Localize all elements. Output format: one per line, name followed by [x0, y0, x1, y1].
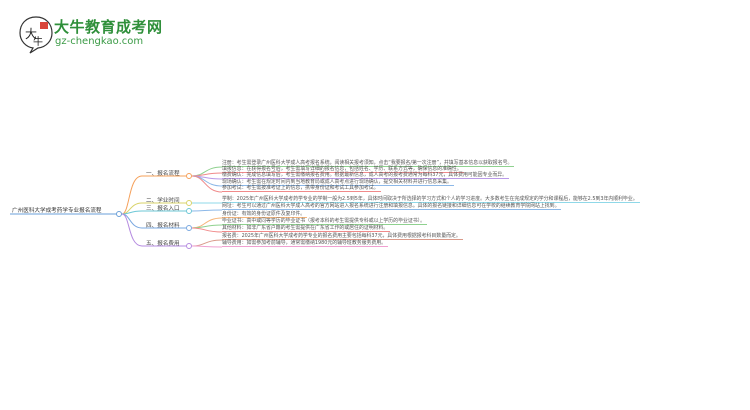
branch-3-dot — [186, 208, 192, 214]
logo-title: 大牛教育成考网 — [54, 18, 163, 36]
leaf-fill-info: 填报信息：在获得报名号后，考生需填写详细的报名信息，包括姓名、学历、联系方式等，… — [222, 166, 464, 174]
leaf-signup-fee: 报名费：2025年广州医科大学成考药学专业的报名费用主要包括每科37元，具体费用… — [222, 233, 463, 241]
connector-branch-3 — [121, 210, 186, 215]
branch-signup-fees[interactable]: 五、报名费用 — [146, 241, 180, 247]
branch-2-dot — [186, 200, 192, 206]
branch-1-dot — [186, 173, 192, 179]
leaf-tutoring-fee: 辅导费用：如需参加考前辅导，通常需缴纳1980元的辅导班教务服务费用。 — [222, 240, 389, 248]
leaf-diploma: 毕业证书：高中或同等学历的毕业证书（报考本科的考生需提供专科或以上学历的毕业证书… — [222, 218, 427, 226]
root-node[interactable]: 广州医科大学成考药学专业报名流程 — [12, 208, 102, 214]
leaf-take-exam: 参加考试：考生需按准考证上的信息，携带身份证和考试工具参加考试。 — [222, 185, 381, 193]
leaf-register: 注册：考生需登录广州医科大学成人高考报名系统，阅读相关报考须知，点击“我要报名/… — [222, 160, 515, 168]
branch-4-dot — [186, 225, 192, 231]
branch-study-duration[interactable]: 二、学业时间 — [146, 198, 180, 204]
branch-signup-process[interactable]: 一、报名流程 — [146, 171, 180, 177]
leaf-website: 网址：考生可以通过广州医科大学成人高考的官方网站进入报名系统进行注册和填报信息。… — [222, 203, 562, 211]
root-node-dot — [116, 211, 122, 217]
connector-branch-5 — [121, 213, 186, 247]
svg-text:大: 大 — [25, 27, 37, 41]
leaf-payment: 缴费确认：完成信息填写后，考生需缴纳报名费用。根据最新信息，成人高考的报考费通常… — [222, 172, 509, 180]
branch-signup-materials[interactable]: 四、报名材料 — [146, 223, 180, 229]
branch-signup-portal[interactable]: 三、报名入口 — [146, 206, 180, 212]
svg-text:牛: 牛 — [33, 35, 43, 48]
logo-mark-icon: 大 牛 — [19, 16, 53, 54]
leaf-study-length: 学制：2025年广州医科大学成考药学专业的学制一般为2.5到5年，具体时间取决于… — [222, 196, 640, 204]
leaf-id-card: 身份证：有效的身份证原件及复印件。 — [222, 211, 308, 219]
leaf-other-materials: 其他材料：如非广东省户籍的考生需提供在广东省工作的或居住的证明材料。 — [222, 225, 391, 233]
connector-branch-1 — [121, 175, 186, 215]
logo-url: gz-chengkao.com — [55, 36, 144, 47]
site-logo[interactable]: 大 牛 大牛教育成考网 gz-chengkao.com — [18, 14, 188, 54]
leaf-onsite-confirm: 现场确认：考生需在规定时间内到当地教育局或成人高考点进行现场确认，提交相关材料并… — [222, 179, 454, 187]
branch-5-dot — [186, 243, 192, 249]
